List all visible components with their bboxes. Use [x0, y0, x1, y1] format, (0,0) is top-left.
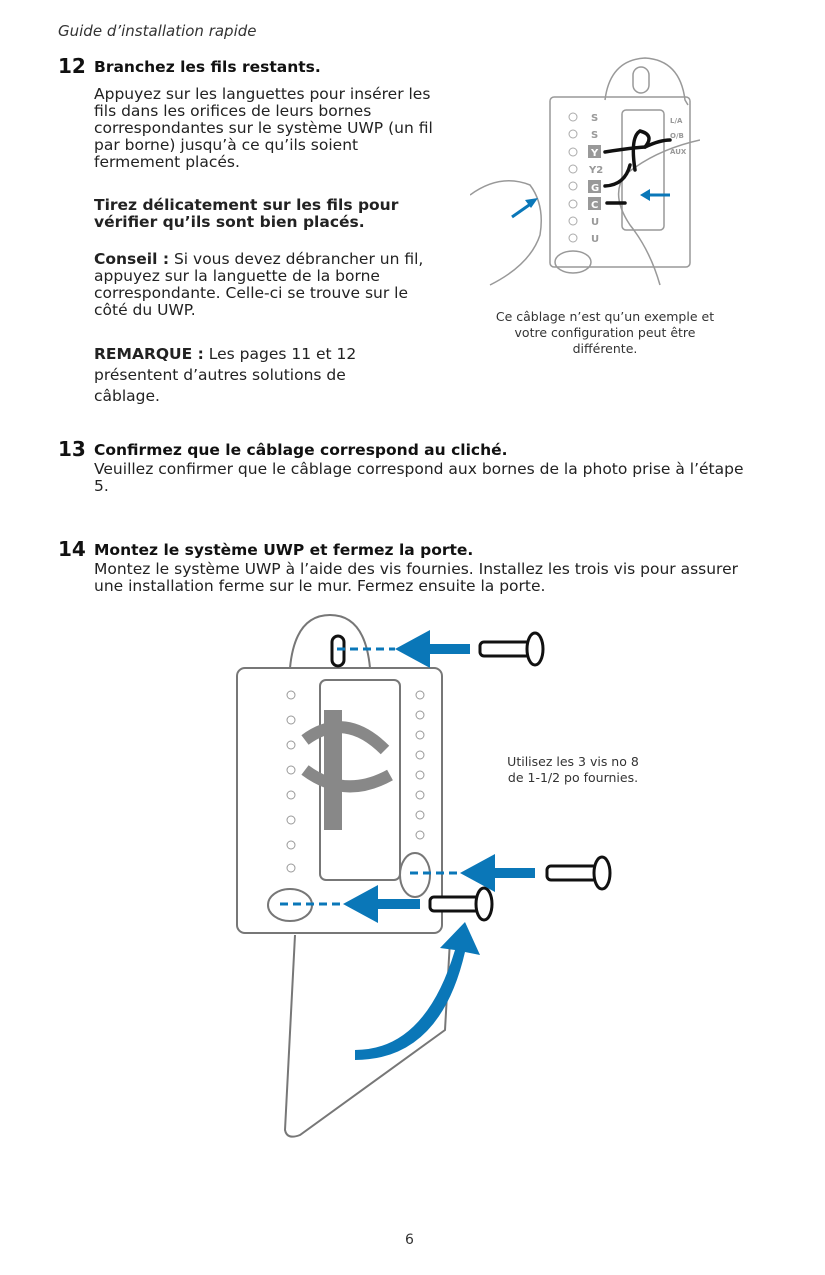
- step-12-instructions: Appuyez sur les languettes pour insérer …: [94, 85, 433, 171]
- step-12-check-wires: Tirez délicatement sur les fils pour vér…: [94, 196, 399, 231]
- terminal-y2: Y2: [588, 165, 603, 176]
- terminal-s2: S: [591, 130, 598, 141]
- step-12-title: Branchez les fils restants.: [94, 58, 321, 76]
- note-text: Les pages 11 et 12 présentent d’autres s…: [94, 345, 357, 405]
- terminal-y: Y: [590, 148, 599, 159]
- step-13-text: Veuillez confirmer que le câblage corres…: [94, 460, 744, 495]
- step-12-tip: Conseil : Si vous devez débrancher un fi…: [94, 251, 439, 319]
- mounting-figure-caption: Utilisez les 3 vis no 8 de 1-1/2 po four…: [507, 754, 639, 785]
- step-14-title: Montez le système UWP et fermez la porte…: [94, 541, 474, 559]
- step-14-number: 14: [58, 537, 86, 561]
- tip-label: Conseil :: [94, 250, 170, 268]
- terminal-ob: O/B: [670, 132, 684, 140]
- tip-text: Si vous devez débrancher un fil, appuyez…: [94, 250, 424, 319]
- step-13-title: Confirmez que le câblage correspond au c…: [94, 441, 508, 459]
- terminal-la: L/A: [670, 117, 683, 125]
- terminal-u1: U: [591, 217, 599, 228]
- terminal-aux: AUX: [670, 148, 687, 156]
- step-12-number: 12: [58, 54, 86, 78]
- step-13-number: 13: [58, 437, 86, 461]
- step-12-note: REMARQUE : Les pages 11 et 12 présentent…: [94, 344, 409, 407]
- terminal-u2: U: [591, 234, 599, 245]
- mounting-illustration: [236, 613, 612, 1138]
- wiring-illustration: S S Y Y2 G C U U L/A O/B AUX: [470, 57, 700, 286]
- terminal-s1: S: [591, 113, 598, 124]
- running-header: Guide d’installation rapide: [58, 22, 257, 40]
- note-label: REMARQUE :: [94, 345, 204, 363]
- step-14-text: Montez le système UWP à l’aide des vis f…: [94, 560, 738, 595]
- wiring-figure-caption: Ce câblage n’est qu’un exemple et votre …: [495, 309, 715, 356]
- terminal-g: G: [591, 183, 599, 194]
- terminal-c: C: [591, 200, 598, 211]
- page-number: 6: [405, 1232, 414, 1248]
